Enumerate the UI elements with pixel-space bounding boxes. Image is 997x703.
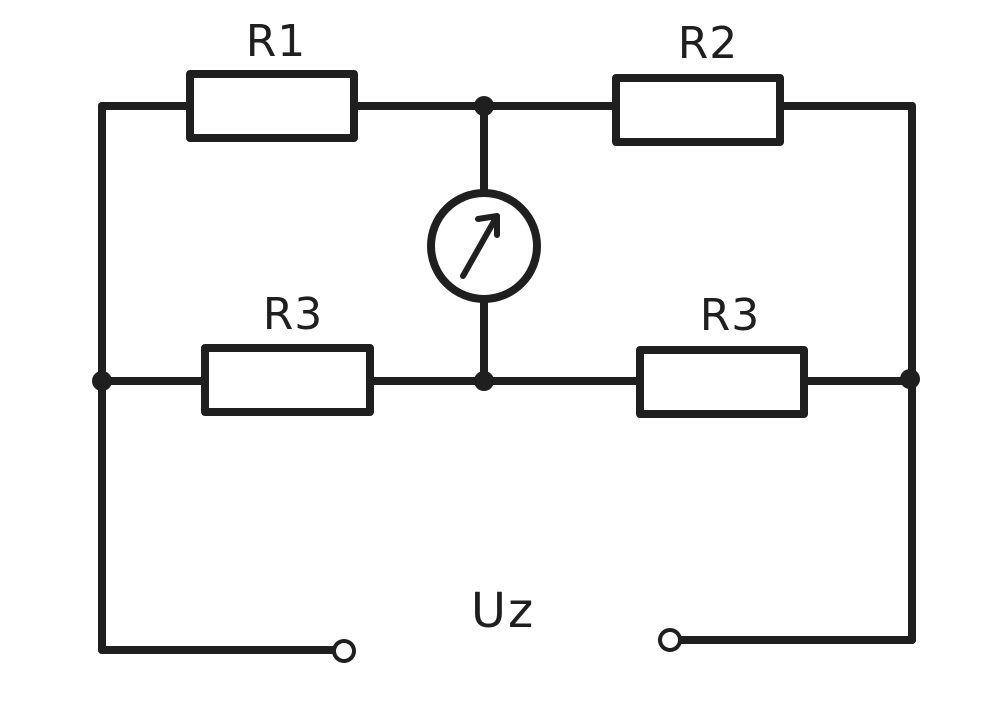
galvanometer-icon — [427, 189, 541, 303]
terminal-right — [658, 628, 682, 652]
resistor-r1-body — [186, 70, 358, 142]
resistor-r3-right: R3 — [636, 290, 808, 418]
supply-voltage-label: Uz — [471, 583, 535, 639]
resistor-r3-left-body — [201, 344, 374, 416]
resistor-r1-label: R1 — [246, 16, 307, 67]
junction-node-bottom-left — [92, 371, 112, 391]
junction-node-bottom-center — [474, 371, 494, 391]
resistor-r1: R1 — [186, 16, 358, 142]
resistor-r2-body — [612, 74, 784, 146]
galvanometer-ring — [427, 189, 541, 303]
galvanometer-needle-arrowhead — [475, 213, 500, 238]
resistor-r3-left-label: R3 — [263, 289, 324, 340]
resistor-r3-left: R3 — [201, 289, 374, 416]
resistor-r2-label: R2 — [678, 18, 739, 69]
resistor-r3-right-label: R3 — [700, 290, 761, 341]
galvanometer-needle — [460, 213, 500, 279]
junction-node-bottom-right — [900, 369, 920, 389]
junction-nodes — [92, 96, 920, 391]
terminal-left — [332, 639, 356, 663]
supply-terminals: Uz — [332, 583, 682, 663]
resistor-r2: R2 — [612, 18, 784, 146]
resistor-r3-right-body — [636, 346, 808, 418]
junction-node-top-center — [474, 96, 494, 116]
